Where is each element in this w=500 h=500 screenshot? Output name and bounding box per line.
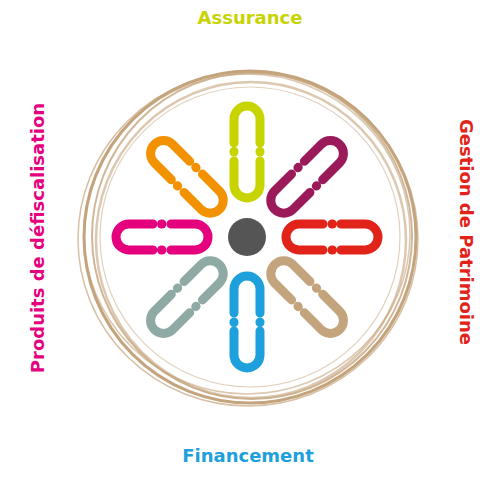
chain-links [116,106,378,368]
hub-dot [228,218,266,256]
category-label: Produits de défiscalisation [29,103,47,373]
category-label: Gestion de Patrimoine [457,119,475,345]
category-label: Financement [182,447,314,465]
brush-circle [78,71,418,406]
category-label: Assurance [198,9,303,27]
